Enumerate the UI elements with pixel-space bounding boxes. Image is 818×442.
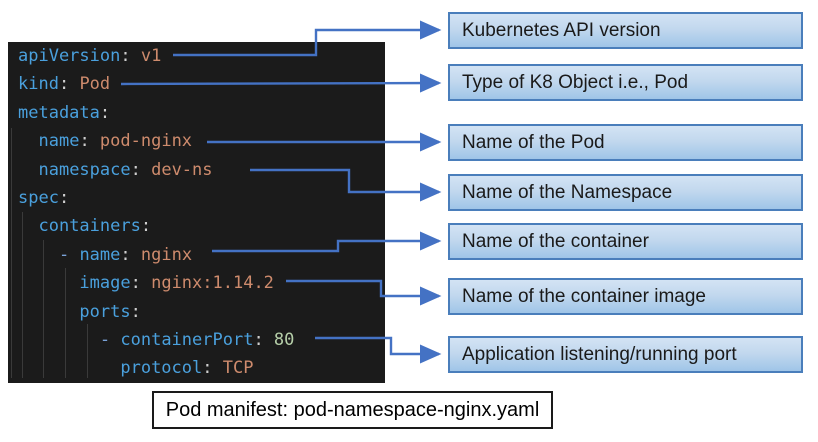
annotation-label: Kubernetes API version [462,19,661,41]
yaml-line: apiVersion: v1 [18,46,162,66]
annotation-box-api-version: Kubernetes API version [448,12,803,49]
yaml-line: metadata: [18,102,111,123]
yaml-line: containers: [38,216,152,237]
yaml-line: protocol: TCP [120,358,254,379]
annotation-label: Name of the container [462,230,649,252]
yaml-line: kind: Pod [18,74,111,95]
annotation-box-container-name: Name of the container [448,223,803,260]
annotation-box-pod-name: Name of the Pod [448,124,803,161]
annotation-label: Application listening/running port [462,343,737,365]
annotation-label: Type of K8 Object i.e., Pod [462,71,689,93]
yaml-line: namespace: dev-ns [38,159,213,180]
annotation-box-namespace: Name of the Namespace [448,174,803,211]
yaml-line: - name: nginx [58,244,193,265]
indent-guide [22,212,23,378]
indent-guide [87,324,88,378]
yaml-editor-lines: apiVersion: v1 kind: Pod metadata: name: p… [8,42,385,383]
indent-guide [65,268,66,378]
caption-box: Pod manifest: pod-namespace-nginx.yaml [152,391,553,429]
indent-guide [43,240,44,378]
indent-guides [8,42,385,383]
yaml-line: spec: [18,187,70,208]
annotation-box-kind: Type of K8 Object i.e., Pod [448,64,803,101]
yaml-line: - containerPort: 80 [99,329,295,350]
annotation-label: Name of the container image [462,285,706,307]
annotation-box-port: Application listening/running port [448,336,803,373]
annotation-label: Name of the Namespace [462,181,673,203]
yaml-line: name: pod-nginx [38,131,193,152]
caption-text: Pod manifest: pod-namespace-nginx.yaml [165,398,540,421]
annotation-label: Name of the Pod [462,131,605,153]
indent-guide [11,128,12,378]
yaml-line: image: nginx:1.14.2 [79,273,274,294]
yaml-line: ports: [79,301,141,322]
yaml-editor: apiVersion: v1 kind: Pod metadata: name: p… [8,42,385,383]
annotation-box-image: Name of the container image [448,278,803,315]
